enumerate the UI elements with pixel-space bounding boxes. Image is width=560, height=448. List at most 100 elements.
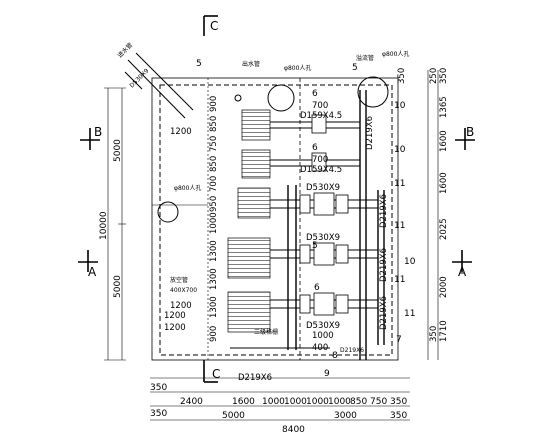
dim-label: 2025 <box>439 218 449 240</box>
section-letter: B <box>466 125 474 139</box>
note: D219X6 <box>340 347 364 354</box>
dim-label: 5000 <box>113 275 123 298</box>
manholes <box>157 76 389 223</box>
dim-label: 1300 <box>209 268 219 290</box>
dim-label: 350 <box>390 397 407 407</box>
item-number: 11 <box>394 179 405 189</box>
bottom-dimension-lines <box>150 377 410 421</box>
dim-label: 1365 <box>439 96 449 118</box>
left-dims: 10000 5000 5000 <box>99 139 123 298</box>
dim-label: 1600 <box>439 172 449 194</box>
item-number: 9 <box>324 369 330 379</box>
dim-label: 900 <box>209 96 219 112</box>
item-numbers: 5 5 6 6 6 10 10 11 11 11 7 5 8 9 10 11 <box>196 59 416 379</box>
dim-label: 5000 <box>222 411 245 421</box>
dim-label: 350 <box>150 383 167 393</box>
pipe-headers <box>287 90 385 360</box>
note: 放空管 <box>170 276 188 284</box>
dim-label: 1000 <box>312 331 334 341</box>
equipment-blocks <box>227 109 271 333</box>
dim-label: 850 <box>209 156 219 172</box>
structure-walls <box>151 77 399 361</box>
dim-label: 350 <box>397 68 407 84</box>
dim-label: 350 <box>150 409 167 419</box>
dim-label: 900 <box>209 326 219 342</box>
dim-total: 8400 <box>282 425 305 435</box>
item-number: 11 <box>394 221 405 231</box>
dim-label: 1200 <box>164 323 186 333</box>
item-number: 11 <box>394 275 405 285</box>
section-letter: C <box>210 19 218 33</box>
dim-label: 700 <box>209 176 219 192</box>
left-dimension-lines <box>104 87 126 361</box>
right-dimension-lines <box>427 70 439 360</box>
dim-label: 5000 <box>113 139 123 162</box>
dim-label: 1000 <box>209 212 219 234</box>
item-number: 5 <box>312 241 318 251</box>
pipe-label: D219X6 <box>365 116 375 150</box>
note: φ800人孔 <box>284 64 311 72</box>
item-number: 6 <box>312 89 318 99</box>
bottom-dims-row1: 350 2400 1600 1000 1000 1000 1000 850 75… <box>150 383 407 407</box>
note: 三级格栅 <box>254 328 278 336</box>
pipe-label: D530X9 <box>306 183 340 193</box>
item-number: 6 <box>312 143 318 153</box>
dim-label: 750 <box>209 136 219 152</box>
dim-label: 1000 <box>306 397 329 407</box>
note: 出水管 <box>242 60 260 68</box>
dim-label: 2000 <box>439 276 449 298</box>
dim-label: 950 <box>209 196 219 212</box>
note: 400X700 <box>170 287 197 294</box>
dim-label: 350 <box>390 411 407 421</box>
pipe-label: D159X4.5 <box>300 165 342 175</box>
note: 溢流管 <box>356 54 374 62</box>
inlet-pipe <box>124 52 194 119</box>
pipe-label: D530X9 <box>306 233 340 243</box>
dim-label: 1000 <box>328 397 351 407</box>
dim-label: 1600 <box>232 397 255 407</box>
pipe-label: D219X6 <box>379 248 389 282</box>
inner-col-dims: 900 850 750 850 700 950 1000 1300 1300 1… <box>209 96 219 342</box>
section-letter: B <box>94 125 102 139</box>
dim-label: 850 <box>209 116 219 132</box>
section-letter: C <box>212 367 220 381</box>
bottom-dims-row2: 350 5000 3000 350 8400 <box>150 409 407 435</box>
dim-label: 850 <box>350 397 367 407</box>
item-number: 11 <box>404 309 415 319</box>
dim-label: 700 <box>312 155 328 165</box>
dim-label: 700 <box>312 101 328 111</box>
item-number: 10 <box>394 145 406 155</box>
pipe-label: D219X6 <box>379 194 389 228</box>
section-letters: B B A A C C <box>88 19 474 381</box>
item-number: 6 <box>314 283 320 293</box>
dim-label: 1200 <box>170 301 192 311</box>
dim-label: 1600 <box>439 130 449 152</box>
misc-dims: 700 700 1200 1200 1200 1200 1000 400 <box>164 101 334 353</box>
note: φ800人孔 <box>382 50 409 58</box>
dim-label: 1000 <box>284 397 307 407</box>
dim-label: 250 <box>429 68 439 84</box>
pipe-label: D530X9 <box>306 321 340 331</box>
dim-label: 1200 <box>164 311 186 321</box>
item-number: 7 <box>396 335 402 345</box>
note: 进水管 <box>116 41 134 59</box>
dim-label: 1300 <box>209 240 219 262</box>
note: φ800人孔 <box>174 184 201 192</box>
item-number: 10 <box>404 257 416 267</box>
dim-label: 1200 <box>170 127 192 137</box>
dim-label: 400 <box>312 343 328 353</box>
pipe-label: D159X4.5 <box>300 111 342 121</box>
dim-label: 350 <box>429 326 439 342</box>
dim-label: 1710 <box>439 320 449 342</box>
section-letter: A <box>88 265 97 279</box>
pump-units <box>299 114 349 316</box>
item-number: 8 <box>332 351 338 361</box>
dim-label: 10000 <box>99 211 109 240</box>
dim-label: 2400 <box>180 397 203 407</box>
dim-label: 350 <box>439 68 449 84</box>
section-markers <box>78 15 475 383</box>
dim-label: 750 <box>370 397 387 407</box>
item-number: 10 <box>394 101 406 111</box>
section-letter: A <box>458 265 467 279</box>
